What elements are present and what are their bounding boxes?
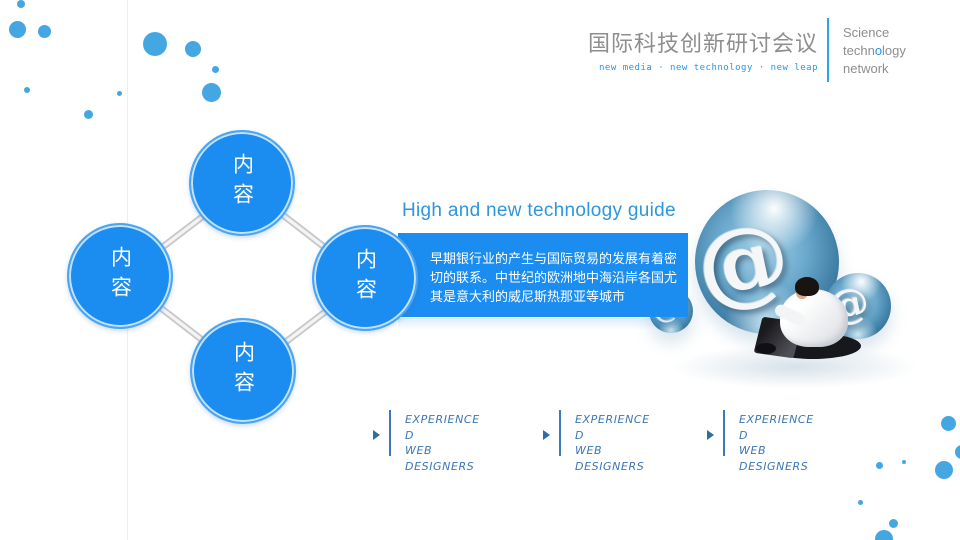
feature-line: WEB [575, 444, 603, 457]
feature-line: DESIGNERS [739, 459, 809, 473]
feature-line: EXPERIENCE [739, 413, 814, 426]
feature-line: DESIGNERS [405, 459, 475, 473]
feature-line: EXPERIENCE [575, 413, 650, 426]
feature-line: D [405, 428, 415, 442]
decor-dot [955, 445, 960, 459]
feature-divider-line [559, 410, 561, 456]
person-shoe [756, 343, 776, 354]
content-node-top: 内容 [189, 130, 295, 236]
feature-block-3: EXPERIENCE D WEB DESIGNERS [707, 408, 857, 480]
feature-divider-line [723, 410, 725, 456]
content-node-bottom: 内容 [190, 318, 296, 424]
brand-line2: technology [843, 42, 906, 60]
decor-dot [941, 416, 956, 431]
slide-subtitle: new media · new technology · new leap [599, 63, 818, 73]
brand-block: Science technology network [843, 24, 906, 78]
technology-photo-scene: @ @ @ [640, 185, 940, 397]
decor-dot [876, 462, 883, 469]
decor-dot [24, 87, 30, 93]
content-node-left: 内容 [67, 223, 173, 329]
feature-line: D [575, 428, 585, 442]
decor-dot [17, 0, 25, 8]
feature-text: EXPERIENCE D WEB DESIGNERS [405, 412, 480, 474]
triangle-bullet-icon [543, 430, 550, 440]
decor-dot [902, 460, 906, 464]
header-divider-line [827, 18, 829, 82]
decor-dot [202, 83, 221, 102]
feature-line: DESIGNERS [575, 459, 645, 473]
feature-text: EXPERIENCE D WEB DESIGNERS [575, 412, 650, 474]
decor-dot [185, 41, 201, 57]
decor-dot [38, 25, 51, 38]
decor-dot [875, 530, 893, 540]
decor-dot [858, 500, 863, 505]
content-paragraph: 早期银行业的产生与国际贸易的发展有着密切的联系。中世纪的欧洲地中海沿岸各国尤其是… [430, 251, 678, 304]
content-node-label: 内容 [353, 248, 377, 308]
brand-line2-pre: techn [843, 43, 875, 58]
content-node-label: 内容 [231, 341, 255, 401]
feature-divider-line [389, 410, 391, 456]
decor-dot [84, 110, 93, 119]
decor-dot [212, 66, 219, 73]
content-node-label: 内容 [108, 246, 132, 306]
feature-text: EXPERIENCE D WEB DESIGNERS [739, 412, 814, 474]
content-box-reflection [398, 318, 688, 330]
feature-line: D [739, 428, 749, 442]
decor-dot [889, 519, 898, 528]
brand-line2-accent: o [874, 43, 883, 58]
feature-line: WEB [739, 444, 767, 457]
section-heading: High and new technology guide [402, 200, 676, 221]
content-node-label: 内容 [230, 153, 254, 213]
decor-dot [935, 461, 953, 479]
feature-line: WEB [405, 444, 433, 457]
content-node-right: 内容 [312, 225, 418, 331]
content-text-box: 早期银行业的产生与国际贸易的发展有着密切的联系。中世纪的欧洲地中海沿岸各国尤其是… [398, 233, 688, 317]
brand-line3: network [843, 61, 889, 76]
slide-title: 国际科技创新研讨会议 [587, 31, 818, 56]
sitting-person-illustration [750, 275, 870, 370]
decor-dot [117, 91, 122, 96]
brand-line2-post: logy [882, 43, 906, 58]
decor-dot [143, 32, 167, 56]
feature-block-1: EXPERIENCE D WEB DESIGNERS [373, 408, 523, 480]
brand-line1: Science [843, 25, 890, 40]
decor-dot [9, 21, 26, 38]
triangle-bullet-icon [707, 430, 714, 440]
triangle-bullet-icon [373, 430, 380, 440]
header-title-block: 国际科技创新研讨会议 new media · new technology · … [588, 26, 818, 73]
feature-block-2: EXPERIENCE D WEB DESIGNERS [543, 408, 693, 480]
feature-line: EXPERIENCE [405, 413, 480, 426]
person-hair [795, 277, 819, 296]
